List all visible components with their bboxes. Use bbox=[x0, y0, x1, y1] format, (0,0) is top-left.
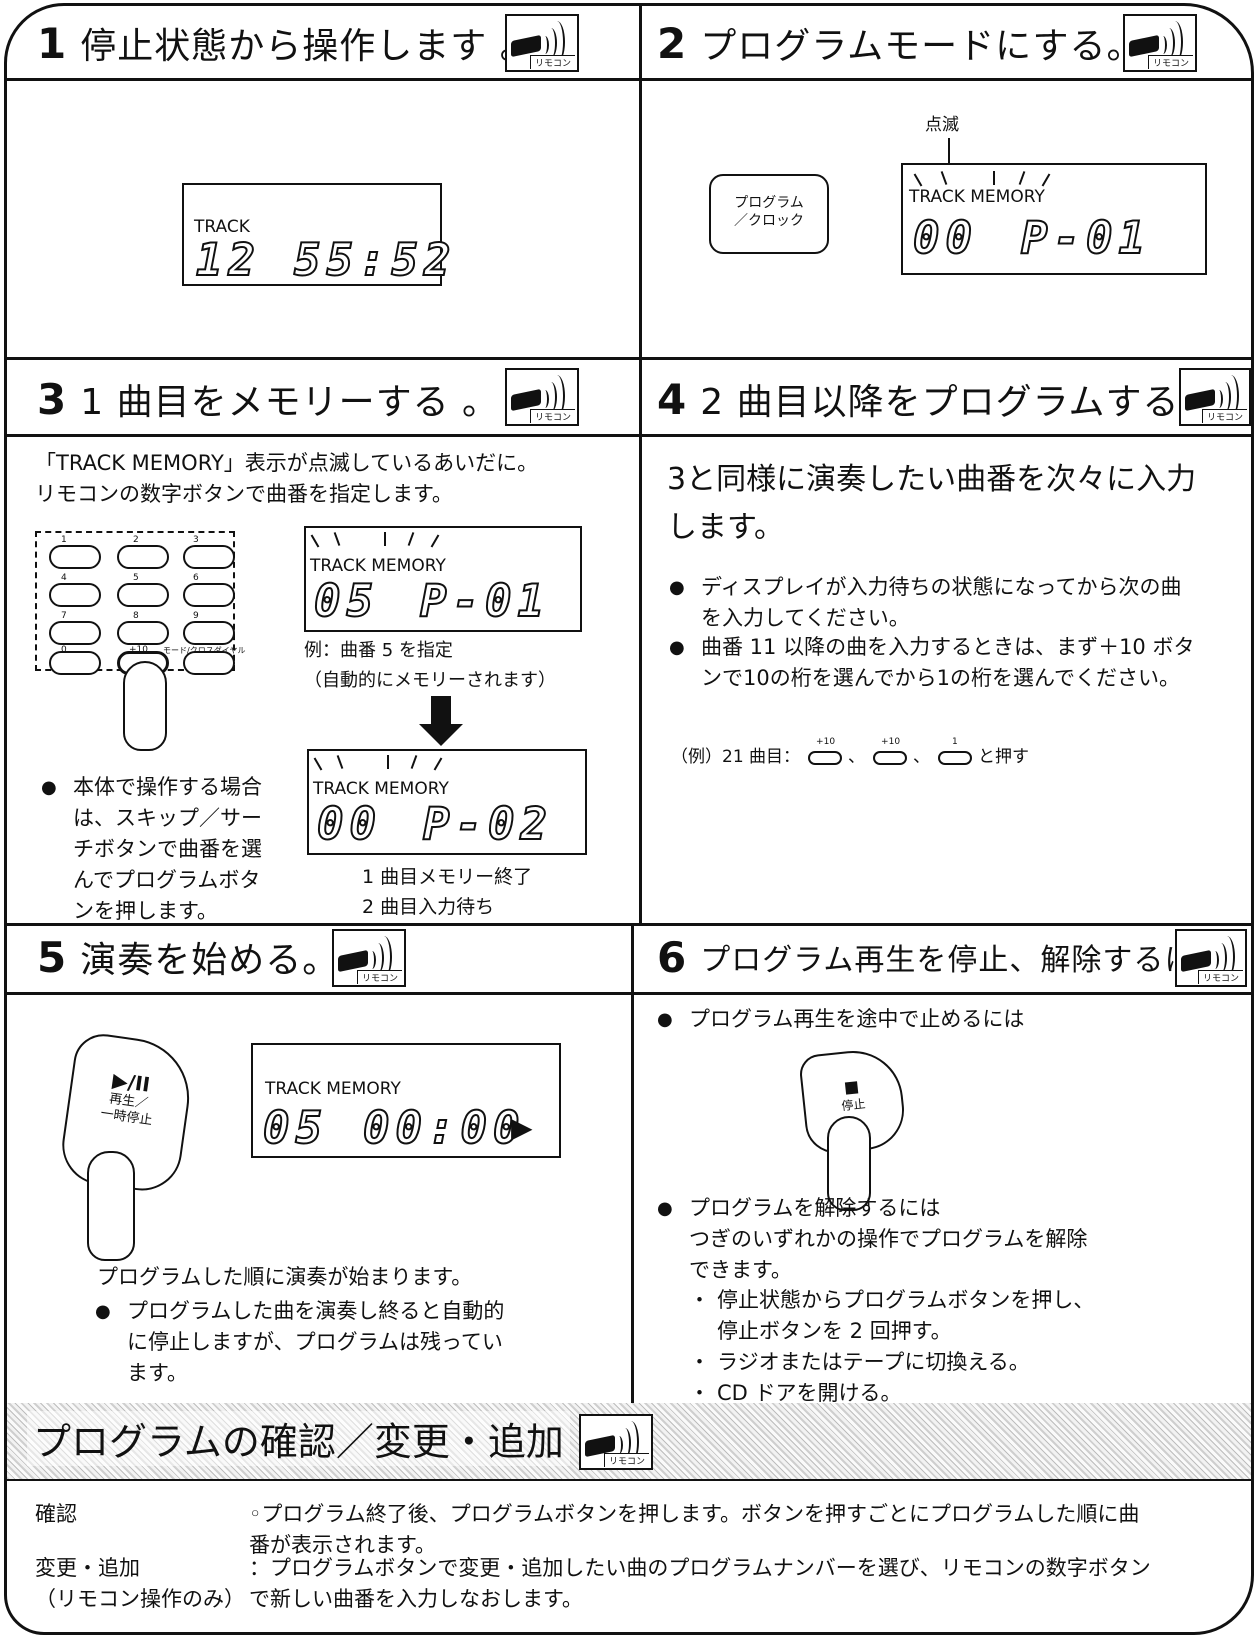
lcd-time: 55:52 bbox=[293, 234, 457, 287]
lcd-right: P-01 bbox=[419, 575, 550, 628]
step-5-bullet: プログラムした曲を演奏し終ると自動的 に停止しますが、プログラムは残ってい ます… bbox=[95, 1296, 504, 1389]
lcd-display: TRACK MEMORY 05 00:00 ▶ bbox=[251, 1043, 561, 1158]
lcd-right: 00:00 bbox=[362, 1102, 526, 1155]
divider bbox=[7, 357, 1251, 360]
step-number: 2 bbox=[657, 18, 687, 68]
lcd-left: 00 bbox=[912, 212, 978, 265]
key-0[interactable] bbox=[49, 651, 101, 675]
lcd-display: TRACK MEMORY 00 P-02 bbox=[307, 749, 587, 855]
lcd-caption: TRACK MEMORY bbox=[313, 779, 449, 799]
step-title: 2 曲目以降をプログラムする。 bbox=[700, 382, 1217, 423]
step-number: 5 bbox=[37, 932, 67, 982]
step-number: 6 bbox=[657, 932, 687, 982]
divider bbox=[631, 923, 634, 1403]
divider bbox=[7, 992, 1251, 995]
key-plus10: +10 bbox=[804, 737, 844, 765]
step-3-note: 本体で操作する場合 は、スキップ／サー チボタンで曲番を選 んでプログラムボタ … bbox=[41, 772, 262, 927]
key-5[interactable] bbox=[117, 583, 169, 607]
step-title: プログラムモードにする。 bbox=[700, 26, 1144, 67]
key-mode[interactable] bbox=[183, 651, 235, 675]
step-6-option: ラジオまたはテープに切換える。 bbox=[689, 1347, 1030, 1378]
step-3-example: 例：曲番 5 を指定 （自動的にメモリーされます） bbox=[304, 640, 556, 691]
lcd-left: 05 bbox=[262, 1102, 328, 1155]
step-title: プログラム再生を停止、解除するには bbox=[700, 943, 1227, 978]
step-number: 1 bbox=[37, 18, 67, 68]
play-icon: ▶ bbox=[511, 1111, 533, 1144]
blink-label: 点滅 bbox=[925, 115, 959, 135]
key-3[interactable] bbox=[183, 545, 235, 569]
divider bbox=[7, 434, 1251, 437]
instruction-sheet: 1 停止状態から操作します 。 リモコン TRACK 12 55:52 2 プロ… bbox=[4, 3, 1254, 1635]
key-9[interactable] bbox=[183, 621, 235, 645]
divider bbox=[7, 78, 1251, 81]
number-keypad: 1 2 3 4 5 6 7 8 9 0 +10 モード/クロスダイヤル bbox=[35, 531, 245, 675]
remote-icon: リモコン bbox=[579, 1414, 653, 1470]
lcd-display: TRACK 12 55:52 bbox=[182, 183, 451, 287]
lcd-caption: TRACK MEMORY bbox=[909, 187, 1045, 207]
key-8[interactable] bbox=[117, 621, 169, 645]
step-title: 1 曲目をメモリーする 。 bbox=[80, 382, 500, 423]
step-number: 3 bbox=[37, 374, 67, 424]
lcd-display: TRACK MEMORY 05 P-01 bbox=[304, 526, 582, 632]
lcd-left: 00 bbox=[316, 798, 382, 851]
bottom-text-change: ：プログラムボタンで変更・追加したい曲のプログラムナンバーを選び、リモコンの数字… bbox=[249, 1556, 1151, 1611]
finger-pointer-icon bbox=[123, 661, 167, 751]
divider bbox=[7, 923, 1251, 926]
lcd-left: 05 bbox=[313, 575, 379, 628]
lcd-right: P-02 bbox=[422, 798, 553, 851]
remote-icon: リモコン bbox=[332, 929, 406, 987]
bottom-label-confirm: 確認 bbox=[35, 1502, 77, 1526]
step-4-heading: 4 2 曲目以降をプログラムする。 bbox=[657, 364, 1217, 434]
step-title: 停止状態から操作します 。 bbox=[80, 26, 537, 67]
step-4-bullet: 曲番 11 以降の曲を入力するときは、まず＋10 ボタ ンで10の桁を選んでから… bbox=[669, 632, 1194, 694]
program-clock-button[interactable]: プログラム ／クロック bbox=[709, 174, 829, 254]
key-7[interactable] bbox=[49, 621, 101, 645]
bottom-label-change: 変更・追加 （リモコン操作のみ） bbox=[35, 1556, 245, 1611]
down-arrow-icon bbox=[431, 696, 451, 726]
step-title: 演奏を始める。 bbox=[80, 940, 340, 981]
step-3-heading: 3 1 曲目をメモリーする 。 bbox=[37, 364, 499, 434]
lcd-caption: TRACK MEMORY bbox=[265, 1079, 401, 1099]
key-1[interactable] bbox=[49, 545, 101, 569]
lcd-caption: TRACK bbox=[194, 217, 250, 237]
divider bbox=[639, 6, 642, 923]
step-6-heading: 6 プログラム再生を停止、解除するには bbox=[657, 922, 1226, 992]
key-6[interactable] bbox=[183, 583, 235, 607]
lcd-display: TRACK MEMORY 00 P-01 bbox=[901, 163, 1207, 275]
remote-icon: リモコン bbox=[505, 368, 579, 426]
remote-icon: リモコン bbox=[505, 14, 579, 72]
lcd-right: P-01 bbox=[1020, 212, 1151, 265]
down-arrow-head bbox=[419, 724, 463, 746]
step-3-intro: 「TRACK MEMORY」表示が点滅しているあいだに。 リモコンの数字ボタンで… bbox=[35, 451, 539, 506]
bottom-text-confirm: ◦プログラム終了後、プログラムボタンを押します。ボタンを押すごとにプログラムした… bbox=[249, 1502, 1140, 1557]
remote-icon: リモコン bbox=[1175, 929, 1247, 987]
step-4-example: （例）21 曲目： +10 、 +10 、 1 と押す bbox=[671, 736, 1030, 768]
key-2[interactable] bbox=[117, 545, 169, 569]
finger-pointer-icon bbox=[87, 1151, 135, 1261]
step-5-line: プログラムした順に演奏が始まります。 bbox=[97, 1265, 473, 1289]
step-6-bullet: プログラム再生を途中で止めるには bbox=[657, 1004, 1024, 1035]
remote-icon: リモコン bbox=[1179, 368, 1251, 426]
key-4[interactable] bbox=[49, 583, 101, 607]
step-4-bullet: ディスプレイが入力待ちの状態になってから次の曲 を入力してください。 bbox=[669, 572, 1182, 634]
key-1: 1 bbox=[934, 737, 974, 765]
key-plus10: +10 bbox=[869, 737, 909, 765]
divider bbox=[7, 1478, 1251, 1481]
remote-icon: リモコン bbox=[1123, 14, 1197, 72]
bottom-title: プログラムの確認／変更・追加 bbox=[27, 1411, 570, 1466]
step-1-heading: 1 停止状態から操作します 。 bbox=[37, 8, 537, 78]
step-6-bullet: プログラムを解除するには つぎのいずれかの操作でプログラムを解除 できます。 bbox=[657, 1193, 1087, 1286]
step-4-lead: 3と同様に演奏したい曲番を次々に入力 します。 bbox=[667, 462, 1197, 545]
step-6-option: CD ドアを開ける。 bbox=[689, 1378, 901, 1409]
step-5-heading: 5 演奏を始める。 bbox=[37, 922, 339, 992]
step-number: 4 bbox=[657, 374, 687, 424]
step-6-option: 停止状態からプログラムボタンを押し、 停止ボタンを 2 回押す。 bbox=[689, 1285, 1094, 1347]
lcd-caption: TRACK MEMORY bbox=[310, 556, 446, 576]
lcd-track: 12 bbox=[195, 234, 261, 287]
step-2-heading: 2 プログラムモードにする。 bbox=[657, 8, 1144, 78]
step-3-status: 1 曲目メモリー終了 2 曲目入力待ち bbox=[362, 866, 533, 918]
